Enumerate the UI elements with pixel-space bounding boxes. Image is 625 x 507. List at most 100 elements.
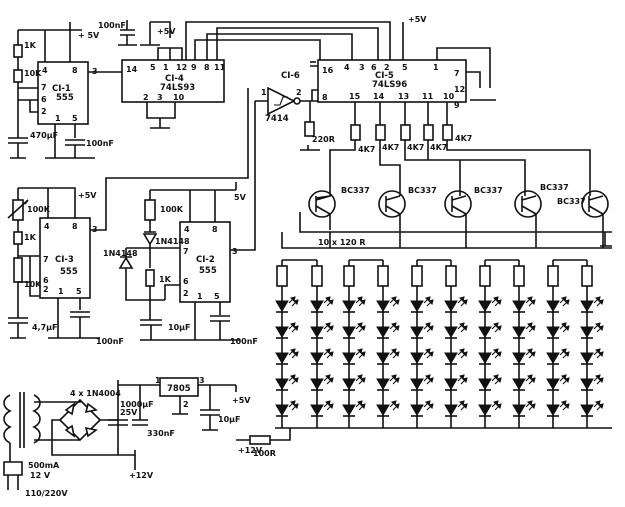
chip-name: CI-1 bbox=[52, 84, 71, 94]
ci2-wiring bbox=[118, 182, 240, 341]
resistor-icon bbox=[375, 124, 386, 141]
led-icon bbox=[275, 296, 299, 313]
pin-label: 3 bbox=[157, 93, 163, 102]
pin-label: 10 bbox=[443, 92, 455, 101]
pin-label: 5 bbox=[214, 292, 220, 301]
led-icon bbox=[275, 322, 299, 339]
led-icon bbox=[410, 374, 434, 391]
led-icon bbox=[310, 296, 334, 313]
label: BC337 bbox=[341, 186, 370, 195]
label: 12 V bbox=[30, 471, 51, 480]
resistor-icon bbox=[145, 269, 155, 287]
pin-label: 6 bbox=[183, 277, 189, 286]
resistor-icon bbox=[350, 124, 361, 141]
top-cap bbox=[118, 20, 171, 46]
pin-label: 8 bbox=[212, 225, 218, 234]
label: 5V bbox=[234, 193, 247, 202]
label: +12V bbox=[238, 446, 263, 455]
pin-label: 10 bbox=[173, 93, 185, 102]
label: 100nF bbox=[98, 21, 126, 30]
label: 100nF bbox=[86, 139, 114, 148]
led-icon bbox=[310, 322, 334, 339]
chip-name: CI-2 bbox=[196, 255, 215, 265]
chip-name: CI-4 bbox=[165, 74, 184, 84]
chip-type: 555 bbox=[56, 93, 74, 103]
resistor-icon bbox=[581, 265, 593, 287]
transistor-icon bbox=[514, 185, 542, 232]
led-icon bbox=[342, 296, 366, 313]
pin-label: 1 bbox=[58, 287, 64, 296]
transistor-icon bbox=[308, 185, 336, 230]
label: 25V bbox=[120, 408, 138, 417]
resistor-icon bbox=[13, 257, 23, 283]
pin-label: 4 bbox=[184, 225, 190, 234]
bridge-rectifier bbox=[34, 398, 136, 456]
led-icon bbox=[444, 348, 468, 365]
led-icon bbox=[580, 348, 604, 365]
label: 4K7 bbox=[430, 143, 447, 152]
label: +5V bbox=[408, 15, 427, 24]
pin-label: 13 bbox=[398, 92, 409, 101]
transformer-icon bbox=[3, 392, 41, 448]
label: 4 x 1N4004 bbox=[70, 389, 121, 398]
pin-label: 2 bbox=[296, 88, 302, 97]
pin-label: 2 bbox=[41, 107, 47, 116]
led-icon bbox=[444, 400, 468, 417]
pin-label: 1 bbox=[433, 63, 439, 72]
pin-label: 2 bbox=[384, 63, 390, 72]
pin-label: 7 bbox=[43, 255, 49, 264]
label: 10µF bbox=[168, 323, 190, 332]
label: 330nF bbox=[147, 429, 175, 438]
led-icon bbox=[376, 322, 400, 339]
label: 470µF bbox=[30, 131, 58, 140]
diode-icon bbox=[118, 256, 134, 269]
led-icon bbox=[342, 400, 366, 417]
pin-label: 5 bbox=[402, 63, 408, 72]
led-icon bbox=[546, 322, 570, 339]
plug-icon bbox=[3, 443, 23, 490]
led-icon bbox=[342, 374, 366, 391]
led-icon bbox=[410, 400, 434, 417]
led-icon bbox=[444, 296, 468, 313]
ci6-wiring bbox=[236, 89, 320, 251]
ci4-wiring bbox=[146, 21, 391, 129]
pin-label: 7 bbox=[41, 83, 47, 92]
resistor-icon bbox=[13, 69, 23, 83]
led-icon bbox=[580, 322, 604, 339]
resistor-icon bbox=[276, 265, 288, 287]
led-supply-wiring bbox=[134, 427, 612, 470]
led-icon bbox=[444, 322, 468, 339]
label: 110/220V bbox=[25, 489, 68, 498]
led-matrix bbox=[275, 232, 604, 428]
transistors bbox=[299, 185, 612, 247]
ic-ci2: 4 8 3 7 CI-2 6 555 2 1 5 bbox=[179, 221, 238, 303]
label: 100K bbox=[160, 205, 184, 214]
ci3-wiring bbox=[7, 88, 249, 339]
led-icon bbox=[275, 374, 299, 391]
ci1-wiring bbox=[8, 22, 122, 159]
label: 4K7 bbox=[358, 145, 375, 154]
ic-ci6: CI-6 1 2 7414 bbox=[261, 71, 302, 124]
pin-label: 9 bbox=[454, 101, 460, 110]
pin-label: 9 bbox=[191, 63, 197, 72]
resistor-icon bbox=[13, 231, 23, 245]
led-icon bbox=[310, 400, 334, 417]
chip-type: 555 bbox=[199, 266, 217, 276]
label: BC337 bbox=[474, 186, 503, 195]
led-icon bbox=[478, 374, 502, 391]
led-icon bbox=[580, 296, 604, 313]
label: 10K bbox=[24, 69, 42, 78]
led-icon bbox=[342, 348, 366, 365]
led-icon bbox=[580, 374, 604, 391]
label: 4K7 bbox=[455, 134, 472, 143]
led-icon bbox=[376, 348, 400, 365]
pin-label: 1 bbox=[163, 63, 169, 72]
resistor-icon bbox=[400, 124, 411, 141]
led-icon bbox=[478, 322, 502, 339]
label: 500mA bbox=[28, 461, 60, 470]
ic-ci5: 16 4 3 6 2 5 7 CI-5 74LS96 15 14 13 11 1… bbox=[317, 59, 467, 110]
diode-icon bbox=[84, 402, 98, 414]
pin-label: 11 bbox=[422, 92, 434, 101]
led-icon bbox=[512, 348, 536, 365]
